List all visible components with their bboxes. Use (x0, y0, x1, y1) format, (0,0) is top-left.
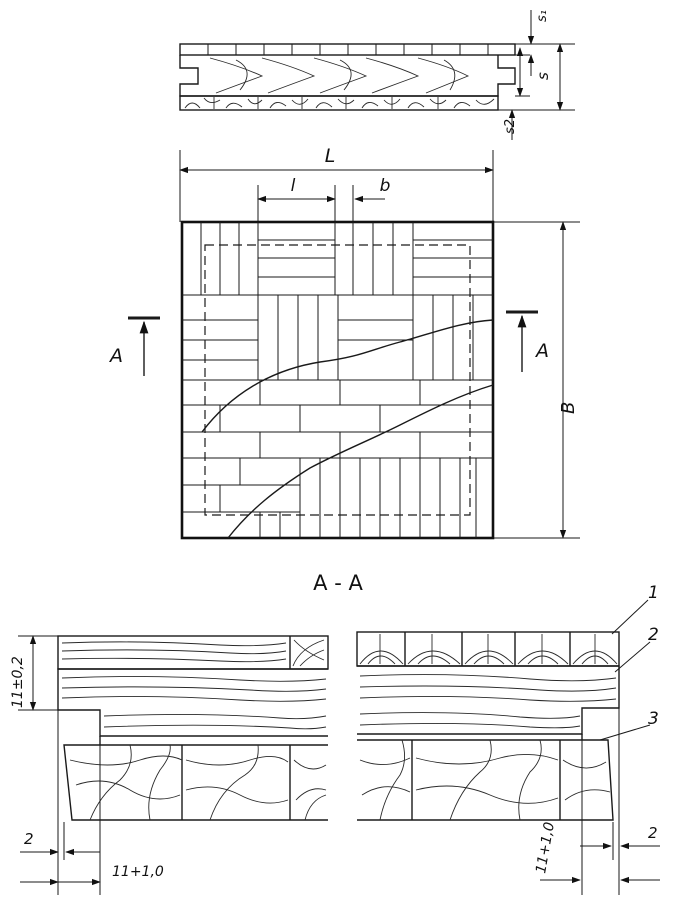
dim-groove-left: 11+1,0 (112, 864, 164, 880)
section-title: A - A (313, 571, 363, 595)
dim-height-tolerance: 11±0,2 (10, 656, 26, 708)
callout-3: 3 (648, 709, 659, 729)
cut-marker-right-label: A (534, 340, 549, 362)
label-s1: s₁ (535, 10, 550, 22)
edge-profile-view: s₁ s s2 (179, 10, 575, 140)
dim-groove-right: 11+1,0 (533, 821, 558, 875)
label-L: L (325, 145, 336, 167)
label-l: l (291, 176, 296, 196)
label-B: B (558, 402, 579, 414)
section-left-half (57, 635, 329, 821)
label-b: b (380, 176, 391, 196)
section-dimensions (18, 599, 660, 895)
callout-1: 1 (648, 583, 659, 603)
callout-2: 2 (648, 625, 659, 645)
plan-view: L l b B (108, 145, 580, 540)
dim-gap-left: 2 (24, 830, 34, 848)
label-s2: s2 (503, 119, 518, 134)
label-s: s (534, 72, 552, 80)
break-line-upper (201, 319, 494, 433)
dim-gap-right: 2 (648, 824, 658, 842)
section-right-half (356, 631, 620, 821)
cut-marker-left-label: A (108, 345, 123, 367)
break-line-lower (227, 384, 494, 539)
parquet-pattern (182, 222, 493, 538)
